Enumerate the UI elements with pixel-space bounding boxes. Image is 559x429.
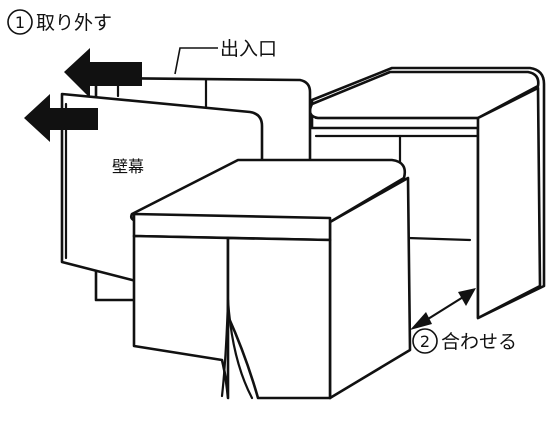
step1-circle — [7, 9, 33, 35]
entrance-label: 出入口 — [220, 38, 277, 60]
entrance-leader-line — [174, 47, 218, 75]
step2-label: 2 合わせる — [412, 328, 517, 354]
step1-label: 1 取り外す — [7, 9, 112, 35]
double-headed-arrow-icon — [410, 288, 476, 330]
step2-number: 2 — [420, 332, 430, 351]
step1-text: 取り外す — [36, 12, 112, 34]
step1-number: 1 — [15, 13, 25, 32]
wall-curtain-label: 壁幕 — [112, 157, 144, 176]
right-booth-unit — [308, 66, 546, 320]
step2-text: 合わせる — [441, 331, 517, 353]
remove-arrow-icon-lower — [24, 94, 98, 142]
remove-arrow-icon — [64, 48, 142, 98]
front-booth-unit — [130, 158, 412, 400]
step2-circle — [412, 328, 438, 354]
